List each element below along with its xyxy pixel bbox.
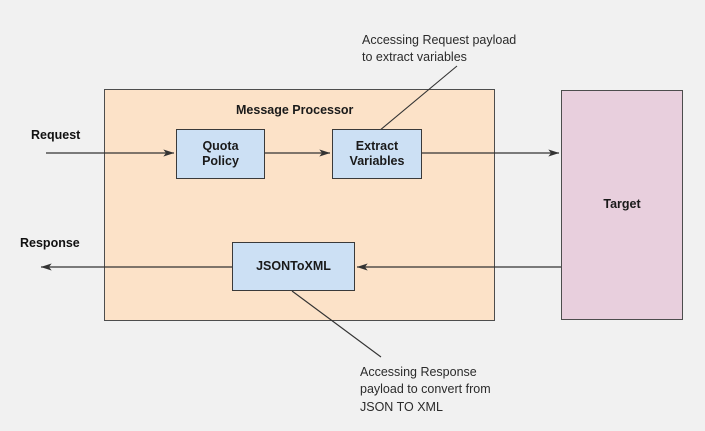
message-processor-title: Message Processor xyxy=(236,103,354,117)
annotation-request-payload: Accessing Request payload to extract var… xyxy=(362,33,517,65)
policy-extract-variables[interactable]: Extract Variables xyxy=(332,129,422,179)
policy-quota[interactable]: Quota Policy xyxy=(176,129,265,179)
annotation-response-payload: Accessing Response payload to convert fr… xyxy=(360,365,491,414)
target-label: Target xyxy=(603,197,641,212)
target-container xyxy=(561,90,683,320)
request-flow-label: Request xyxy=(31,128,81,142)
policy-jsontoxml[interactable]: JSONToXML xyxy=(232,242,355,291)
response-flow-label: Response xyxy=(20,236,80,250)
